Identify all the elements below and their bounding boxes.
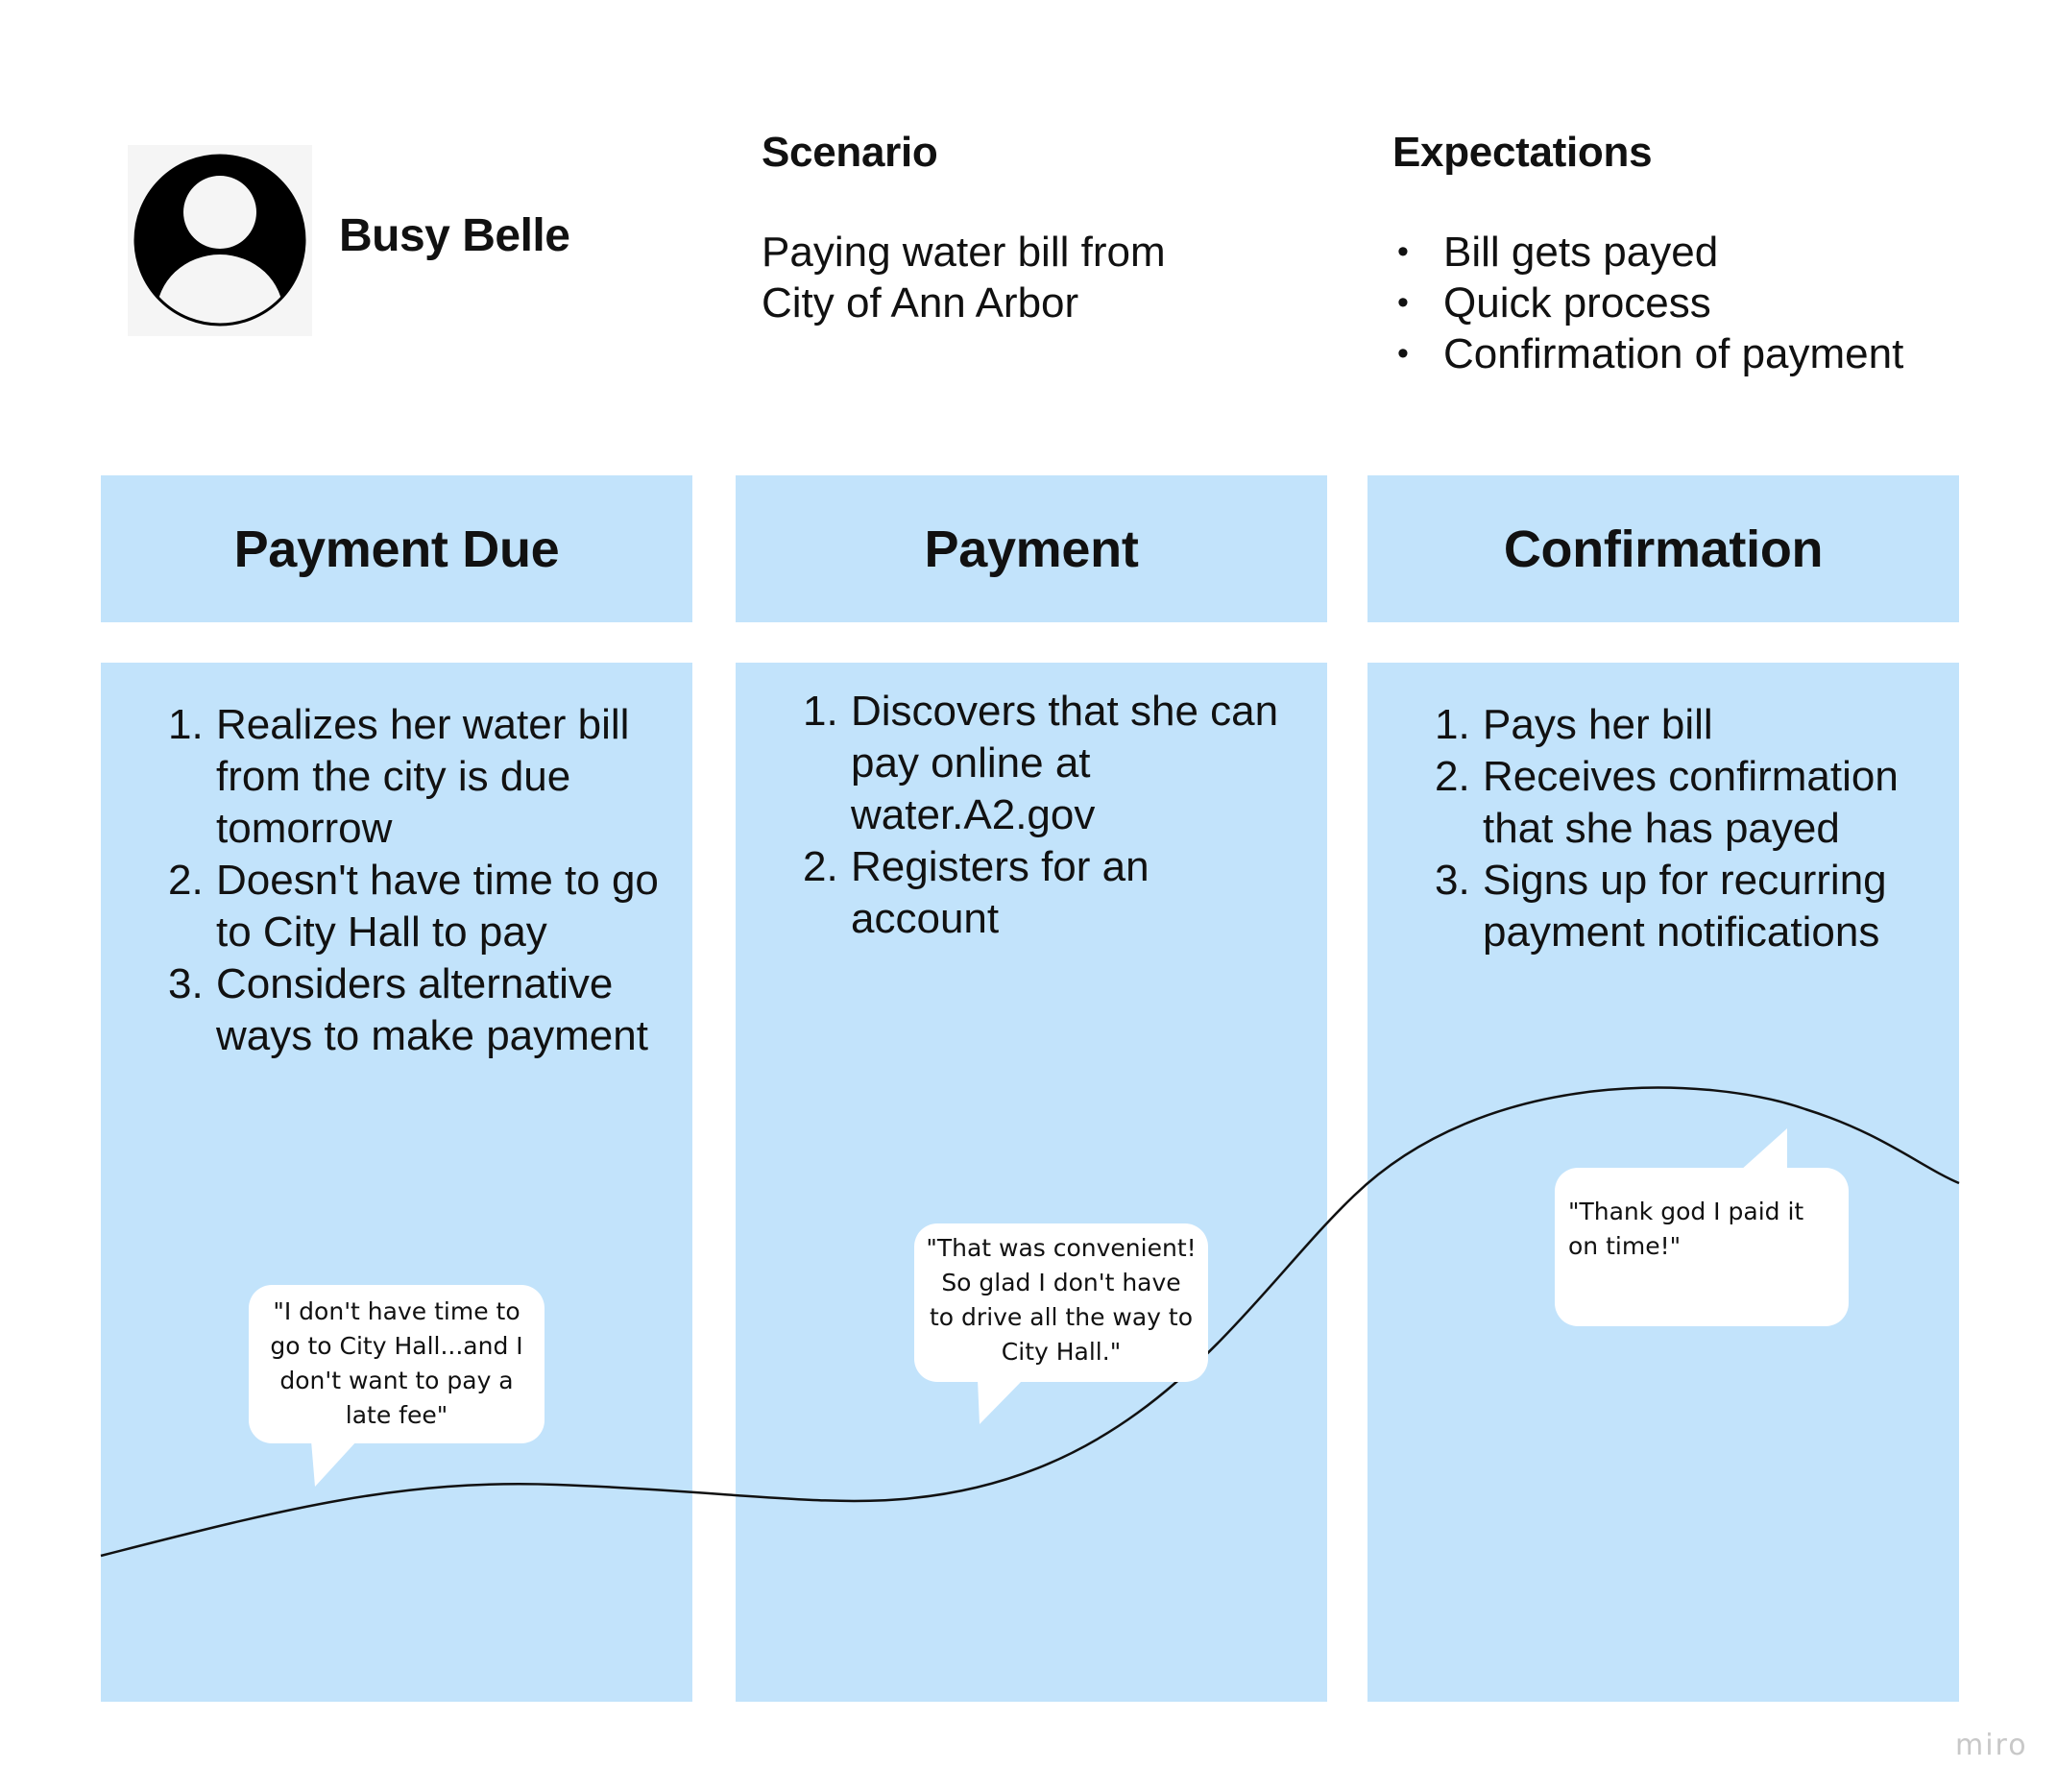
quote-bubble-payment: "That was convenient! So glad I don't ha… [914, 1223, 1208, 1382]
expectations-heading: Expectations [1392, 129, 1653, 176]
quote-text: "I don't have time to go to City Hall...… [270, 1297, 523, 1429]
stage-header-confirmation: Confirmation [1367, 475, 1959, 622]
step-item: 1.Discovers that she can pay online at w… [803, 688, 1279, 838]
user-avatar-icon [133, 154, 306, 327]
steps-list-payment-due: 1.Realizes her water bill from the city … [168, 699, 667, 1062]
quote-text: "That was convenient! So glad I don't ha… [926, 1234, 1197, 1366]
avatar [128, 145, 312, 336]
step-item: 2.Doesn't have time to go to City Hall t… [168, 857, 659, 956]
step-item: 3.Signs up for recurring payment notific… [1435, 857, 1887, 956]
step-item: 1.Pays her bill [1435, 701, 1713, 748]
scenario-heading: Scenario [762, 129, 938, 176]
miro-watermark: miro [1955, 1729, 2028, 1762]
scenario-line: City of Ann Arbor [762, 279, 1079, 327]
steps-list-confirmation: 1.Pays her bill 2.Receives confirmation … [1435, 699, 1944, 958]
steps-list-payment: 1.Discovers that she can pay online at w… [803, 686, 1302, 945]
step-item: 1.Realizes her water bill from the city … [168, 701, 630, 852]
expectation-item: •Bill gets payed [1397, 229, 1719, 276]
bullet-icon: • [1397, 233, 1409, 270]
quote-text: "Thank god I paid it on time!" [1568, 1198, 1804, 1260]
scenario-text: Paying water bill from City of Ann Arbor [762, 227, 1299, 328]
step-item: 2.Receives confirmation that she has pay… [1435, 753, 1899, 852]
stage-header-payment: Payment [736, 475, 1327, 622]
expectation-item: •Confirmation of payment [1397, 330, 1904, 377]
expectations-list: •Bill gets payed •Quick process •Confirm… [1397, 227, 1903, 379]
bullet-icon: • [1397, 335, 1409, 372]
persona-name: Busy Belle [339, 210, 570, 261]
step-item: 2.Registers for an account [803, 843, 1150, 942]
quote-bubble-confirmation: "Thank god I paid it on time!" [1555, 1168, 1849, 1326]
expectation-item: •Quick process [1397, 279, 1711, 327]
bullet-icon: • [1397, 284, 1409, 321]
scenario-line: Paying water bill from [762, 229, 1166, 276]
step-item: 3.Considers alternative ways to make pay… [168, 960, 648, 1059]
quote-bubble-payment-due: "I don't have time to go to City Hall...… [249, 1285, 544, 1443]
stage-header-payment-due: Payment Due [101, 475, 692, 622]
